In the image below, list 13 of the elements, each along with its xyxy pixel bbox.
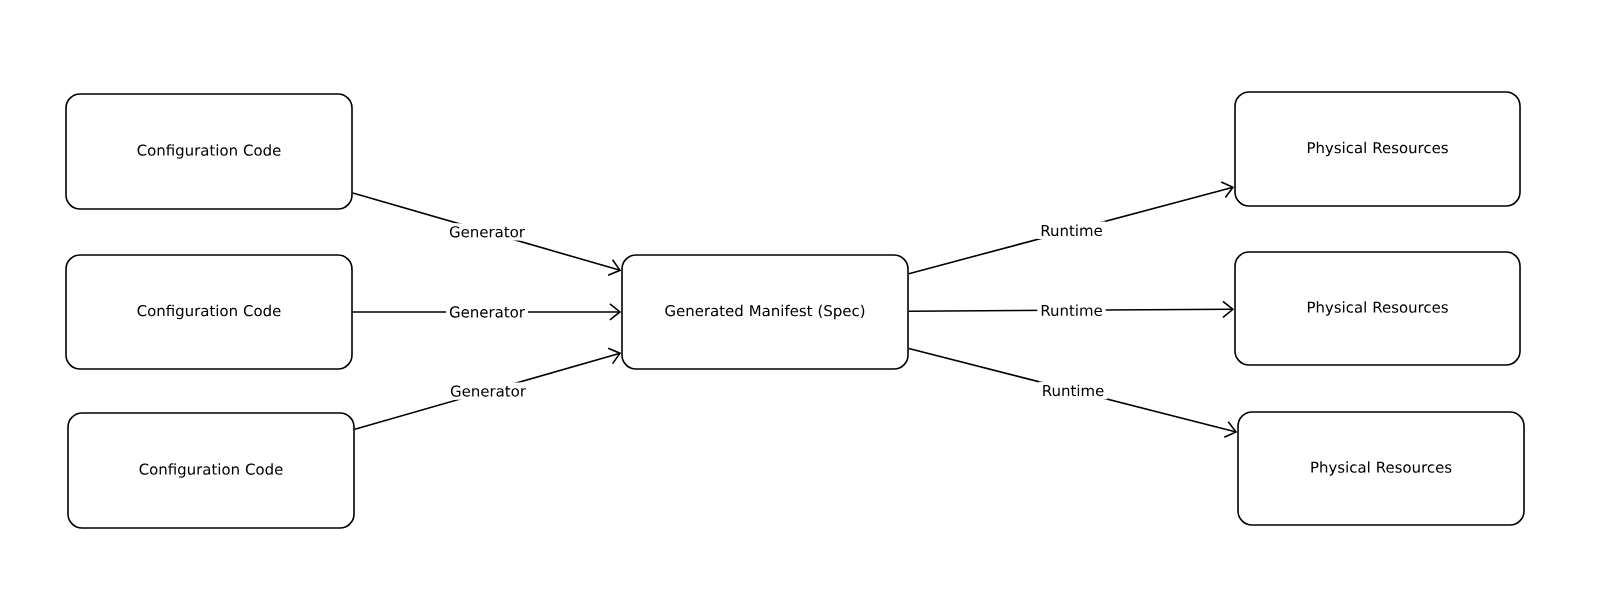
- process-box: Physical Resources: [1237, 411, 1525, 526]
- process-box: Physical Resources: [1234, 91, 1521, 207]
- process-box: Configuration Code: [65, 254, 353, 370]
- edge-label: Runtime: [1038, 381, 1108, 400]
- process-box: Physical Resources: [1234, 251, 1521, 366]
- process-box: Generated Manifest (Spec): [621, 254, 909, 370]
- edge-label: Generator: [446, 303, 528, 321]
- edge-label: Generator: [447, 382, 529, 400]
- edge-label: Generator: [446, 223, 528, 241]
- edge-label: Runtime: [1037, 221, 1106, 240]
- edge-label: Runtime: [1037, 301, 1106, 320]
- process-box: Configuration Code: [65, 93, 353, 210]
- process-box: Configuration Code: [67, 412, 355, 529]
